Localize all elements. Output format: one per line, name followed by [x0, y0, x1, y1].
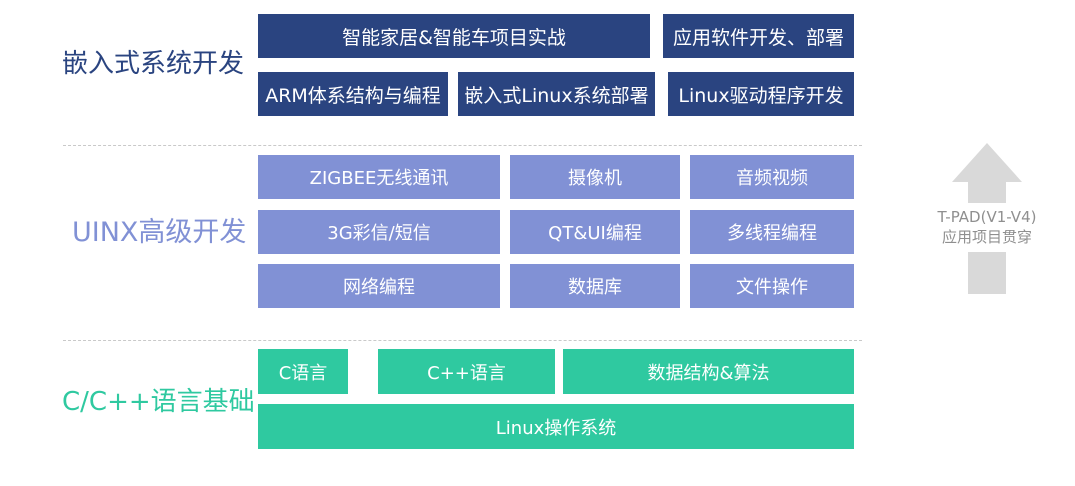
course-box-linux-driver: Linux驱动程序开发: [668, 72, 854, 116]
tier-label-uinx-advanced: UINX高级开发: [72, 217, 247, 248]
course-box-linux-os: Linux操作系统: [258, 404, 854, 449]
up-arrow-head: [952, 143, 1022, 182]
course-box-multithread: 多线程编程: [690, 210, 854, 254]
up-arrow-shaft-bottom: [968, 252, 1006, 294]
course-box-file-ops: 文件操作: [690, 264, 854, 308]
arrow-caption: T-PAD(V1-V4) 应用项目贯穿: [917, 207, 1057, 247]
course-box-network: 网络编程: [258, 264, 500, 308]
course-box-zigbee: ZIGBEE无线通讯: [258, 155, 500, 199]
course-box-arm-architecture: ARM体系结构与编程: [258, 72, 448, 116]
course-box-audio-video: 音频视频: [690, 155, 854, 199]
course-box-embedded-linux: 嵌入式Linux系统部署: [458, 72, 655, 116]
course-box-3g-mms-sms: 3G彩信/短信: [258, 210, 500, 254]
course-box-c-language: C语言: [258, 349, 348, 394]
course-box-database: 数据库: [510, 264, 680, 308]
course-box-app-software: 应用软件开发、部署: [663, 14, 854, 58]
course-box-camera: 摄像机: [510, 155, 680, 199]
up-arrow-shaft-top: [968, 181, 1006, 203]
course-box-data-structures: 数据结构&算法: [563, 349, 854, 394]
tier-label-embedded: 嵌入式系统开发: [62, 49, 245, 79]
dashed-divider-bottom: [63, 340, 862, 341]
course-box-qt-ui: QT&UI编程: [510, 210, 680, 254]
tier-label-c-cpp-basics: C/C++语言基础: [62, 387, 255, 417]
course-box-smart-home-project: 智能家居&智能车项目实战: [258, 14, 650, 58]
course-box-cpp-language: C++语言: [378, 349, 555, 394]
arrow-caption-line2: 应用项目贯穿: [941, 228, 1032, 246]
dashed-divider-top: [63, 145, 862, 146]
arrow-caption-line1: T-PAD(V1-V4): [937, 208, 1037, 226]
